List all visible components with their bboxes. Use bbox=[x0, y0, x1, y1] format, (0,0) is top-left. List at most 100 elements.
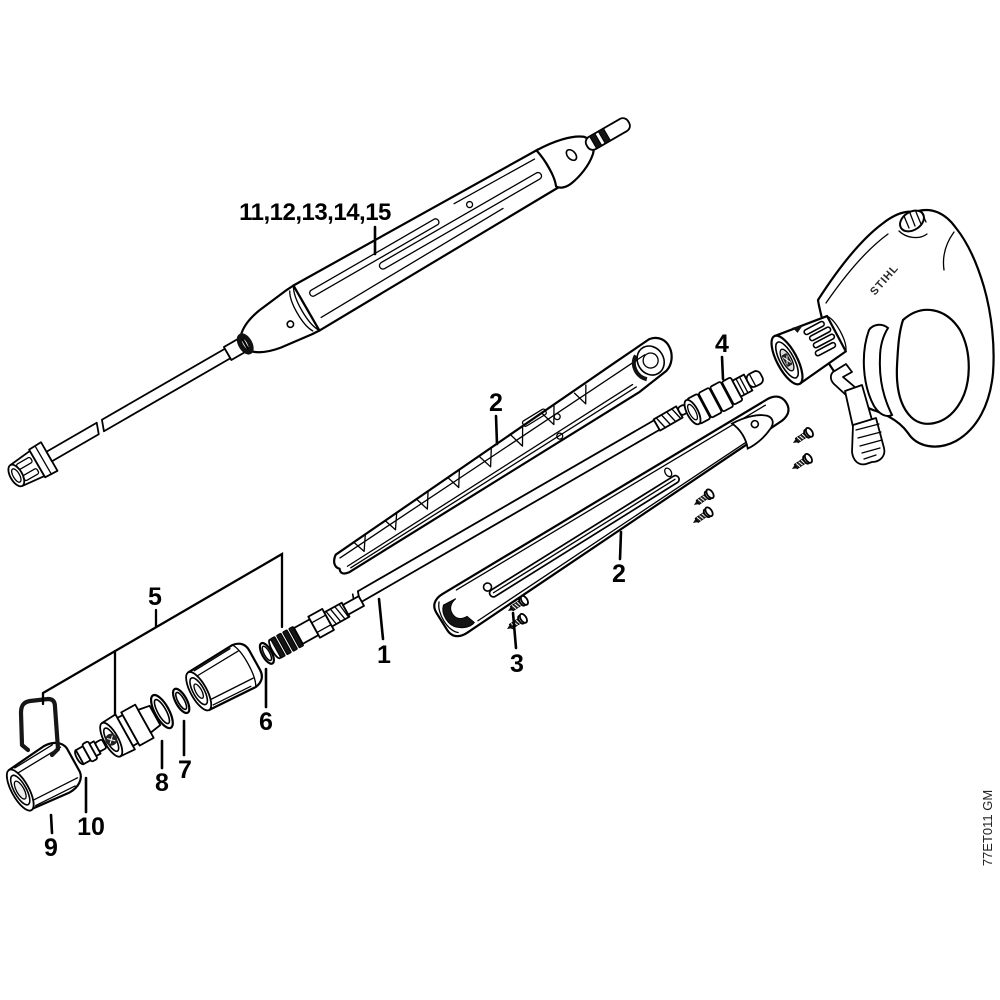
barrel-highlight bbox=[320, 207, 504, 319]
leader-shell-lower bbox=[618, 530, 623, 561]
retaining-clip-drawing bbox=[18, 696, 61, 758]
sleeve-tip bbox=[745, 370, 764, 388]
shell-upper-outline bbox=[333, 336, 673, 575]
coupling-sleeve-drawing bbox=[683, 370, 764, 426]
union-nut-bore bbox=[193, 683, 205, 699]
coupler-body-band bbox=[120, 703, 155, 747]
fin-hole bbox=[565, 148, 578, 162]
screw-threads bbox=[511, 601, 522, 610]
gun-arrow-mark bbox=[792, 325, 803, 333]
screw-head-cap bbox=[519, 594, 529, 606]
shell-head-bore bbox=[642, 352, 659, 369]
tube-stub bbox=[342, 595, 365, 616]
gun-coupler-rib bbox=[814, 341, 837, 357]
screw-head-cap bbox=[803, 452, 813, 464]
screw-head-cap bbox=[705, 488, 715, 500]
barrel-end-fin bbox=[535, 135, 595, 189]
o-ring-7-drawing bbox=[171, 687, 191, 715]
shell-nozzle-cup bbox=[442, 598, 475, 629]
shell-rail-line bbox=[346, 383, 634, 567]
cone-throat-ring bbox=[236, 333, 254, 355]
lance-tube-segment bbox=[45, 421, 100, 463]
lance-assembly-drawing bbox=[7, 117, 631, 488]
plug-groove-ring bbox=[282, 629, 298, 652]
gun-trigger bbox=[862, 323, 894, 417]
screw-threads bbox=[796, 433, 807, 442]
part-label-coupling-sleeve: 4 bbox=[715, 330, 729, 358]
shell-screw-hole bbox=[553, 412, 561, 421]
coupler-body-neck bbox=[137, 704, 162, 734]
gun-knob-knurling bbox=[903, 211, 927, 229]
o-ring-8-inner bbox=[153, 698, 171, 725]
screw-head-cap bbox=[804, 426, 814, 438]
shell-top-notch bbox=[521, 408, 547, 427]
drawing-number-watermark: 77ET011 GM bbox=[980, 790, 995, 866]
shell-bottom-contour bbox=[477, 428, 767, 622]
plug-groove-ring bbox=[276, 632, 292, 655]
plug-hex-facets bbox=[311, 614, 332, 634]
shell-slot-inner-line bbox=[492, 478, 676, 594]
screw bbox=[694, 488, 715, 506]
lance-tip-bore bbox=[11, 468, 22, 483]
sleeve-rib bbox=[709, 381, 734, 413]
sleeve-rib bbox=[698, 387, 723, 419]
screw bbox=[508, 594, 529, 612]
nozzle-cap-face-ring bbox=[9, 774, 31, 806]
gun-body-contour bbox=[942, 231, 955, 271]
o-ring-6-drawing bbox=[258, 641, 275, 665]
gun-coupler-rib bbox=[812, 333, 836, 349]
shell-head-arc bbox=[438, 601, 459, 634]
gun-handle-cutout bbox=[895, 308, 970, 425]
lance-tip-slot bbox=[15, 456, 33, 470]
shell-end-hole bbox=[750, 419, 760, 429]
screw-threads bbox=[697, 495, 708, 503]
cone-joint-arc bbox=[289, 290, 314, 332]
cone-joint-arc bbox=[292, 284, 321, 332]
shell-rib-struts bbox=[353, 384, 587, 553]
leader-nozzle-cap bbox=[49, 813, 54, 835]
screw-set bbox=[507, 426, 814, 630]
shell-oval-hole bbox=[664, 467, 673, 478]
shell-head-cup bbox=[636, 345, 666, 376]
leader-shell-upper bbox=[494, 414, 499, 446]
shell-mid-line bbox=[339, 354, 646, 559]
tube-thread-hatches bbox=[655, 408, 682, 429]
barrel-hole bbox=[465, 200, 474, 209]
barrel-groove bbox=[378, 171, 543, 270]
sleeve-neck-rings bbox=[735, 376, 749, 396]
shell-head-shadow bbox=[631, 354, 648, 382]
screw-threads bbox=[696, 513, 707, 521]
spray-gun-drawing: STIHL bbox=[770, 208, 995, 466]
union-nut-knurling bbox=[193, 648, 254, 706]
nozzle-cap-knurling bbox=[14, 744, 79, 807]
shell-top-contour bbox=[455, 404, 767, 591]
leader-lines bbox=[41, 225, 725, 835]
o-ring-6-inner bbox=[261, 645, 273, 662]
part-label-o-ring-8: 8 bbox=[155, 769, 169, 797]
shell-screw-hole bbox=[556, 432, 564, 440]
sleeve-bore bbox=[686, 403, 699, 421]
leader-spray-tube bbox=[377, 597, 385, 641]
barrel-hole bbox=[286, 320, 295, 329]
part-label-shell-lower: 2 bbox=[612, 560, 626, 588]
coupler-socket-cross bbox=[106, 735, 116, 744]
gun-front-coupler bbox=[770, 314, 847, 386]
nozzle-coupling-exploded-row bbox=[5, 595, 365, 812]
shell-lower-drawing bbox=[433, 395, 790, 638]
barrel-groove bbox=[309, 218, 440, 297]
gun-socket-cross bbox=[783, 355, 791, 365]
part-label-nozzle-cap: 9 bbox=[44, 834, 58, 862]
collar-groove bbox=[34, 445, 52, 475]
gun-coupler-face-ring bbox=[774, 341, 800, 379]
gun-lock-lever bbox=[829, 363, 857, 397]
part-label-lance-assembly: 11,12,13,14,15 bbox=[239, 199, 391, 226]
plug-groove-ring bbox=[270, 636, 286, 659]
screw-head-cap bbox=[704, 506, 714, 518]
shell-rail-line bbox=[350, 386, 637, 569]
stub-ring bbox=[597, 127, 612, 145]
plug-thread-hatches bbox=[325, 603, 350, 625]
part-label-o-ring-7: 7 bbox=[178, 756, 192, 784]
